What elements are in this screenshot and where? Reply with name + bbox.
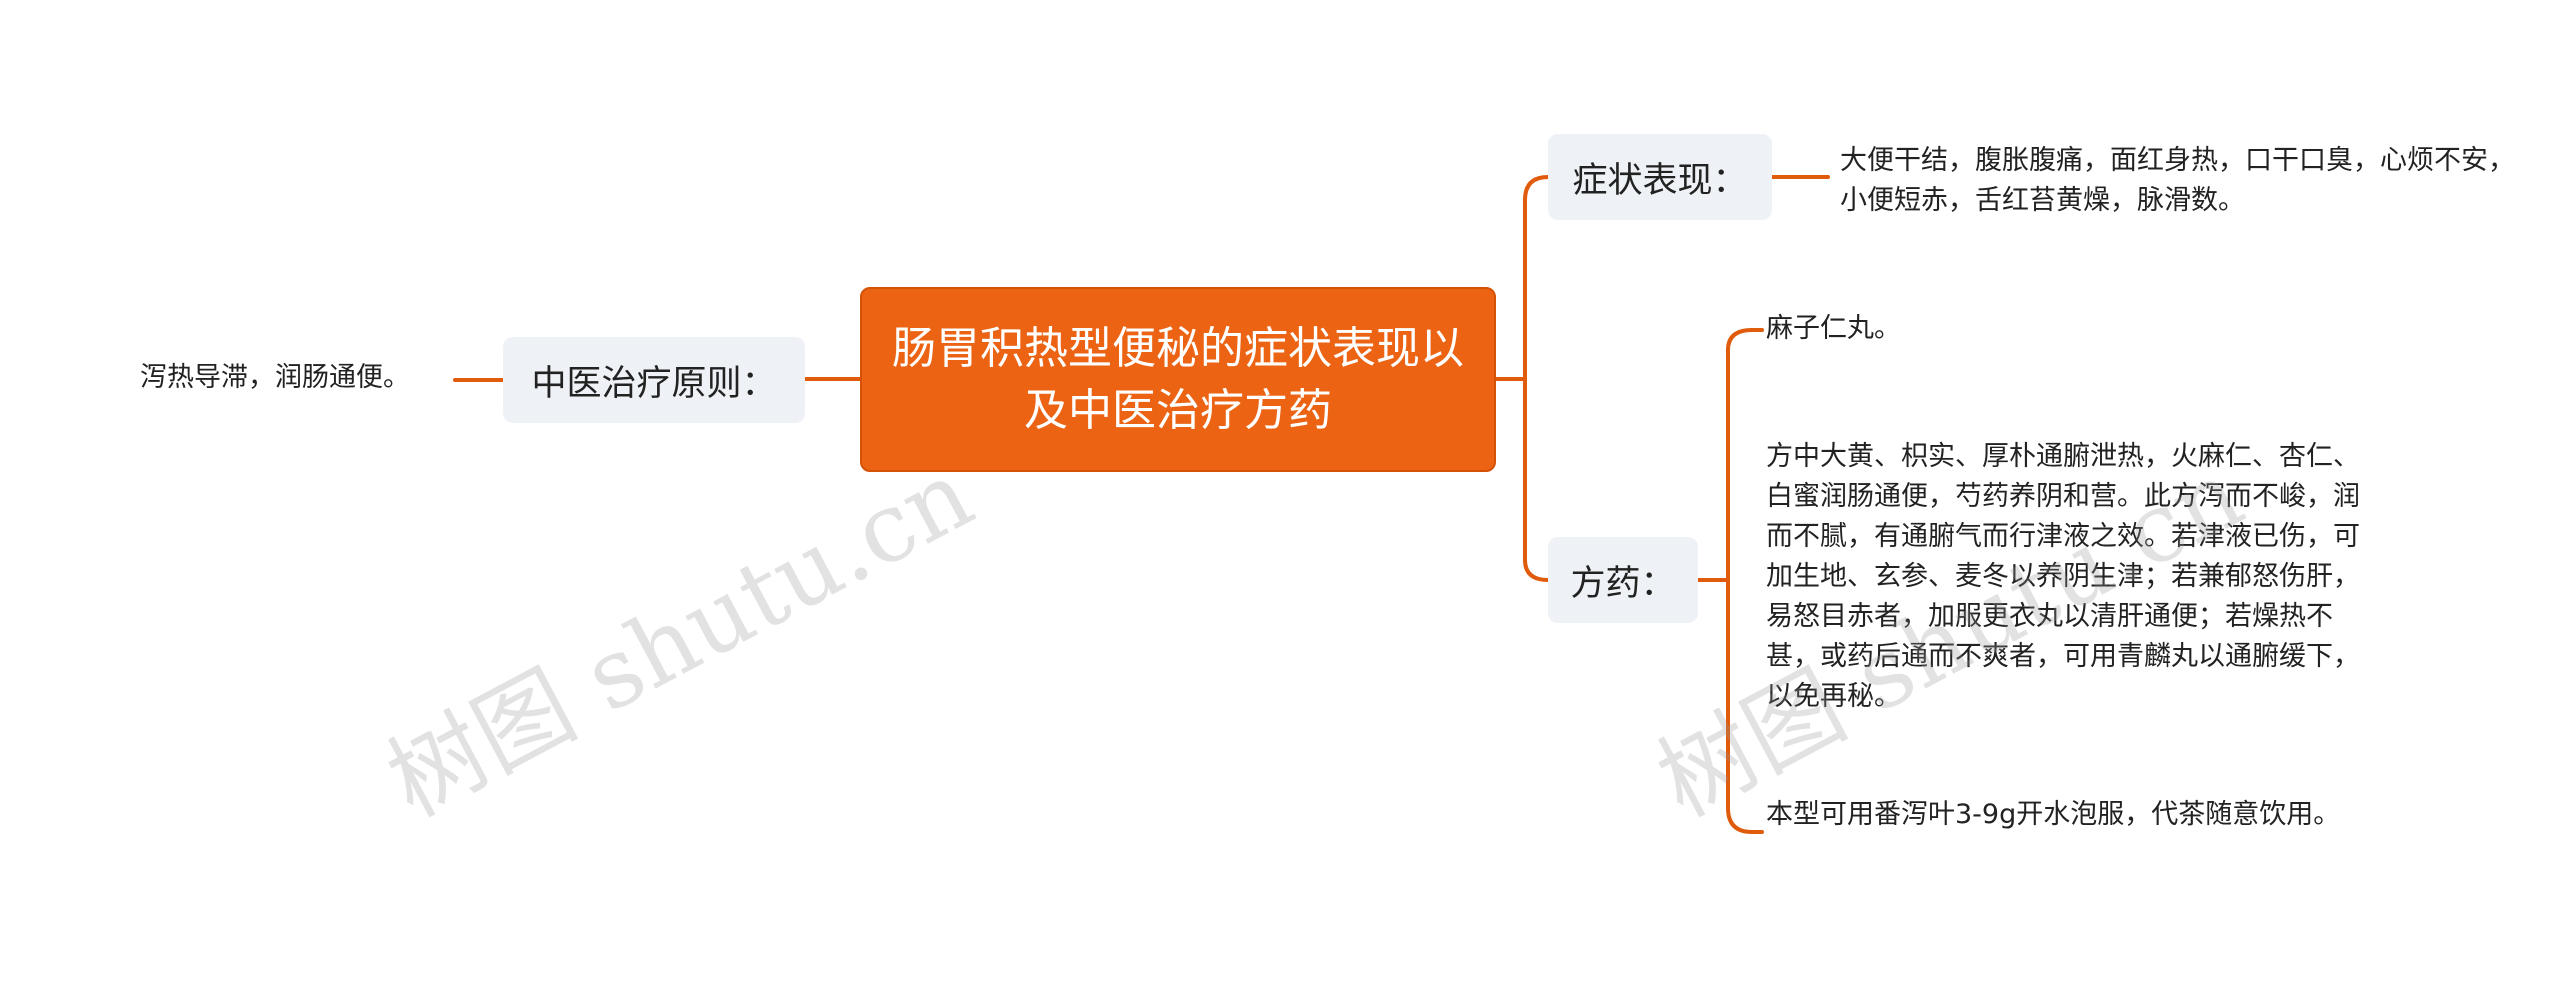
branch-label: 方药： [1570,563,1676,604]
connector-root-to-right-trunk [1494,175,1550,582]
leaf-treatment-principle: 泻热导滞，润肠通便。 [140,358,450,398]
leaf-text: 泻热导滞，润肠通便。 [140,362,410,393]
branch-label: 中医治疗原则： [531,363,777,404]
branch-symptoms[interactable]: 症状表现： [1548,134,1772,220]
branch-label: 症状表现： [1572,160,1748,201]
leaf-text: 本型可用番泻叶3-9g开水泡服，代茶随意饮用。 [1766,799,2341,830]
root-node[interactable]: 肠胃积热型便秘的症状表现以及中医治疗方药 [860,287,1496,472]
leaf-symptoms: 大便干结，腹胀腹痛，面红身热，口干口臭，心烦不安，小便短赤，舌红苔黄燥，脉滑数。 [1840,141,2530,221]
leaf-text: 麻子仁丸。 [1766,313,1901,344]
connector-prescription-trunk [1696,328,1764,834]
leaf-prescription-name: 麻子仁丸。 [1766,309,2366,349]
leaf-prescription-alternative: 本型可用番泻叶3-9g开水泡服，代茶随意饮用。 [1766,795,2366,835]
leaf-text: 大便干结，腹胀腹痛，面红身热，口干口臭，心烦不安，小便短赤，舌红苔黄燥，脉滑数。 [1840,145,2515,216]
branch-treatment-principle[interactable]: 中医治疗原则： [503,337,805,423]
leaf-prescription-explanation: 方中大黄、枳实、厚朴通腑泄热，火麻仁、杏仁、白蜜润肠通便，芍药养阴和营。此方泻而… [1766,437,2366,717]
leaf-text: 方中大黄、枳实、厚朴通腑泄热，火麻仁、杏仁、白蜜润肠通便，芍药养阴和营。此方泻而… [1766,441,2360,712]
branch-prescription[interactable]: 方药： [1548,537,1698,623]
root-label: 肠胃积热型便秘的症状表现以及中医治疗方药 [892,322,1464,436]
